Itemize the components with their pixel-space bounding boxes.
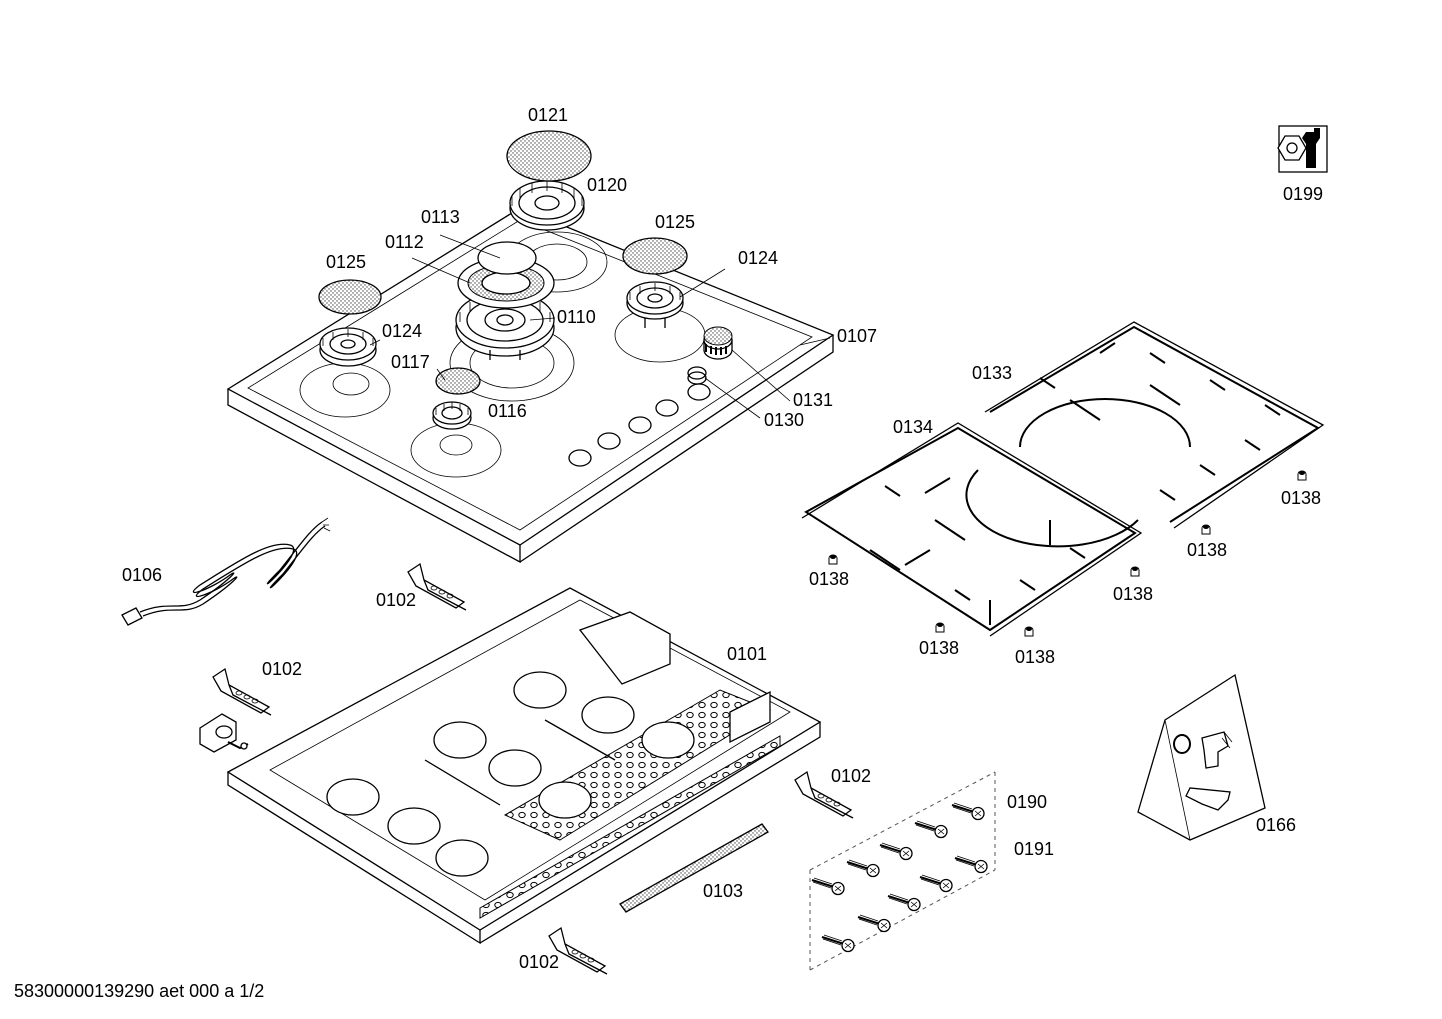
label-0125-right: 0125: [655, 212, 695, 232]
label-0138-d: 0138: [1113, 584, 1153, 604]
label-0110: 0110: [557, 307, 596, 327]
label-0106: 0106: [122, 565, 162, 585]
label-0102-a: 0102: [376, 590, 416, 610]
foot-0138-d: [1130, 566, 1140, 577]
burner-cap-0121: [506, 130, 592, 182]
label-0113: 0113: [421, 207, 460, 227]
label-0101: 0101: [727, 644, 767, 664]
label-0138-e: 0138: [1187, 540, 1227, 560]
foot-0138-b: [935, 622, 945, 633]
document-reference: 58300000139290 aet 000 a 1/2: [14, 981, 265, 1001]
label-0131: 0131: [793, 390, 833, 410]
foot-0138-c: [1024, 626, 1034, 637]
label-0102-b: 0102: [262, 659, 302, 679]
burner-0116: [432, 401, 472, 430]
knob-0131: [703, 326, 733, 360]
label-0190: 0190: [1007, 792, 1047, 812]
leader-lines: [369, 234, 831, 419]
clip-0102-a: [407, 563, 467, 611]
label-0116: 0116: [488, 401, 527, 421]
pan-support-0133: [984, 321, 1325, 529]
screw-set-0190-0191: [809, 771, 996, 971]
cap-0125-left: [318, 279, 382, 315]
label-0130: 0130: [764, 410, 804, 430]
label-0199: 0199: [1283, 184, 1323, 204]
label-0124-right: 0124: [738, 248, 778, 268]
label-0134: 0134: [893, 417, 933, 437]
label-0125-left: 0125: [326, 252, 366, 272]
label-0124-left: 0124: [382, 321, 422, 341]
label-0138-f: 0138: [1281, 488, 1321, 508]
label-0112: 0112: [385, 232, 424, 252]
label-0102-d: 0102: [519, 952, 559, 972]
foot-0138-e: [1201, 524, 1211, 535]
burner-0124-right: [626, 281, 684, 328]
base-tray-0101: [226, 587, 822, 945]
label-0103: 0103: [703, 881, 743, 901]
wrench-nut-icon: [1277, 125, 1328, 173]
ring-0112: [457, 257, 555, 309]
label-0191: 0191: [1014, 839, 1054, 859]
seal-strip-0103: [619, 823, 769, 913]
label-0121: 0121: [528, 105, 568, 125]
ignition-switch: [199, 713, 249, 753]
burner-0120: [509, 180, 585, 231]
label-0117: 0117: [391, 352, 430, 372]
gas-connection-kit-0166: [1137, 673, 1266, 841]
label-0138-b: 0138: [919, 638, 959, 658]
foot-0138-a: [828, 554, 838, 565]
label-0166: 0166: [1256, 815, 1296, 835]
foot-0138-f: [1297, 470, 1307, 481]
label-0120: 0120: [587, 175, 627, 195]
cap-0117: [435, 367, 481, 395]
label-0102-c: 0102: [831, 766, 871, 786]
label-0138-a: 0138: [809, 569, 849, 589]
cable-0106: [121, 517, 331, 626]
cap-0113: [477, 241, 537, 275]
label-0107: 0107: [837, 326, 877, 346]
burner-0124-left: [319, 327, 377, 367]
label-0138-c: 0138: [1015, 647, 1055, 667]
cap-0125-right: [622, 237, 688, 275]
seal-0130: [687, 366, 707, 385]
pan-support-0134: [801, 422, 1143, 637]
label-0133: 0133: [972, 363, 1012, 383]
